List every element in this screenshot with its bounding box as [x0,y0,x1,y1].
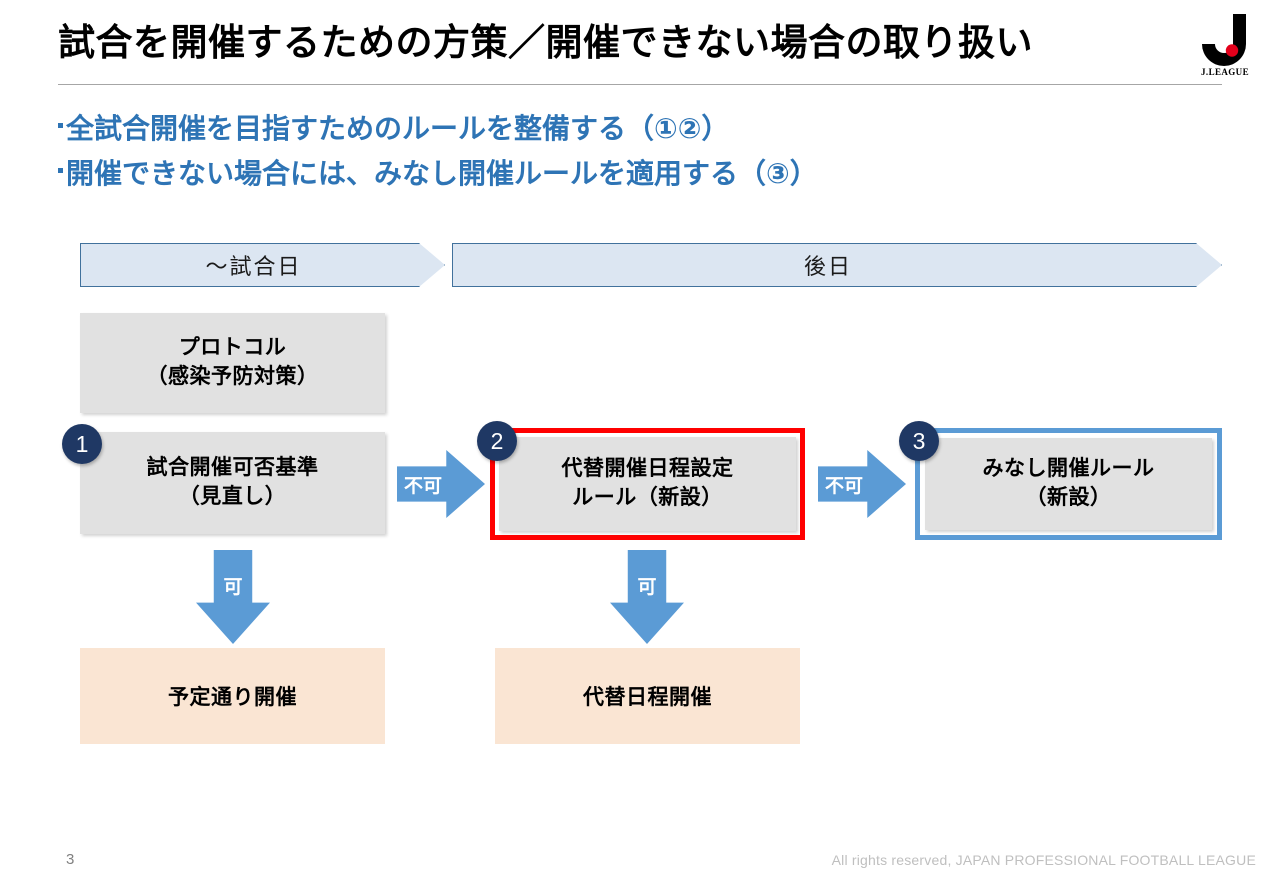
step-circle-3: 3 [899,421,939,461]
flow-box-deemed-line2: （新設） [1025,486,1112,509]
flow-box-reschedule-line1: 代替開催日程設定 [561,457,734,481]
flow-box-alt-date: 代替日程開催 [495,648,800,744]
flow-box-deemed-line1: みなし開催ルール [982,457,1155,481]
step-circle-1: 1 [62,424,102,464]
step-circle-1-number: 1 [75,430,89,457]
bullet-marker-icon [58,149,66,189]
flow-box-alt-date-label: 代替日程開催 [583,686,712,709]
arrow-right-icon-not-possible-2: 不可 [818,450,906,518]
flow-box-criteria-line1: 試合開催可否基準 [146,456,319,480]
flow-box-protocol-line2: （感染予防対策） [146,365,319,388]
flow-box-criteria-line2: （見直し） [178,485,287,508]
flow-box-deemed-inner: みなし開催ルール （新設） [925,438,1212,530]
flow-box-reschedule-inner: 代替開催日程設定 ルール（新設） [499,437,796,531]
step-circle-3-number: 3 [912,427,926,454]
flow-box-criteria: 試合開催可否基準 （見直し） [80,432,385,534]
copyright-notice: All rights reserved, JAPAN PROFESSIONAL … [831,852,1256,868]
step-circle-2-number: 2 [490,427,504,454]
bullet-text-1: 全試合開催を目指すためのルールを整備する（①②） [66,113,730,145]
phase-banner-later-label: 後日 [803,254,852,279]
arrow-down-icon-possible-1: 可 [196,550,270,644]
flow-box-reschedule-line2: ルール（新設） [572,486,723,509]
arrow-down-label-1: 可 [223,577,243,598]
arrow-down-icon-possible-2: 可 [610,550,684,644]
flow-box-reschedule: 代替開催日程設定 ルール（新設） [490,428,805,540]
flow-box-protocol: プロトコル （感染予防対策） [80,313,385,413]
step-circle-2: 2 [477,421,517,461]
bullet-item-2: 開催できない場合には、みなし開催ルールを適用する（③） [58,149,818,194]
page-title: 試合を開催するための方策／開催できない場合の取り扱い [58,22,1033,63]
phase-banner-later: 後日 [452,243,1222,287]
logo-wordmark: J.LEAGUE [1201,67,1249,77]
flow-box-protocol-line1: プロトコル [178,336,287,360]
bullet-text-2: 開催できない場合には、みなし開催ルールを適用する（③） [66,157,818,189]
flow-box-as-planned-label: 予定通り開催 [168,686,297,709]
arrow-right-icon-not-possible-1: 不可 [397,450,485,518]
phase-banner-matchday: 〜試合日 [80,243,445,287]
phase-banner-matchday-label: 〜試合日 [205,254,302,279]
arrow-right-label-2: 不可 [825,475,864,497]
jleague-logo-icon: J.LEAGUE [1192,10,1258,78]
flow-box-deemed: みなし開催ルール （新設） [915,428,1222,540]
title-divider [58,84,1222,85]
arrow-right-label-1: 不可 [404,475,443,497]
page-number: 3 [66,851,75,868]
flow-box-as-planned: 予定通り開催 [80,648,385,744]
bullet-marker-icon [58,104,66,144]
bullet-item-1: 全試合開催を目指すためのルールを整備する（①②） [58,104,818,149]
arrow-down-label-2: 可 [637,577,657,598]
bullet-list: 全試合開催を目指すためのルールを整備する（①②） 開催できない場合には、みなし開… [58,104,818,194]
